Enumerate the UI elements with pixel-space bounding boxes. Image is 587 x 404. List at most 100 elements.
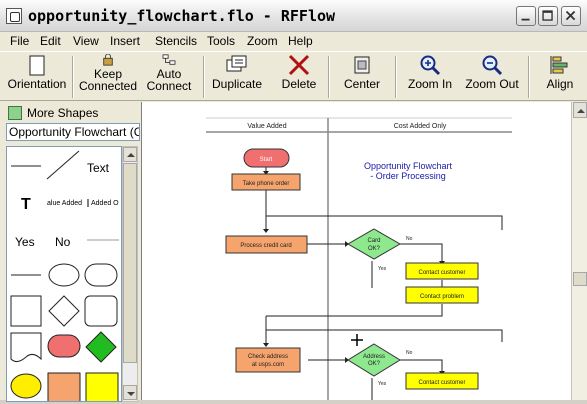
align-button[interactable]: Align (540, 54, 580, 100)
palette-rounded-rect[interactable] (84, 295, 118, 327)
palette-no-label[interactable]: No (55, 235, 71, 249)
node-check-address[interactable]: Check address at usps.com (235, 347, 301, 373)
svg-text:OK?: OK? (368, 361, 381, 367)
svg-text:Contact customer: Contact customer (418, 270, 465, 276)
keep-connected-label: Keep Connected (78, 67, 138, 93)
palette-scrollbar[interactable] (122, 146, 138, 402)
canvas-scroll-up-arrow[interactable] (573, 102, 587, 118)
flowchart-diagram: Value Added Cost Added Only Opportunity … (206, 117, 512, 400)
menu-stencils[interactable]: Stencils (155, 34, 198, 48)
stencil-name-tab[interactable]: Opportunity Flowchart (Cu (6, 123, 140, 141)
svg-text:Card: Card (367, 238, 380, 244)
node-process-credit-card[interactable]: Process credit card (225, 235, 308, 254)
shape-palette: Text T alue Added Added O Yes No (6, 146, 122, 402)
center-button[interactable]: Center (336, 54, 388, 100)
node-start[interactable]: Start (243, 148, 290, 168)
node-contact-customer-2[interactable]: Contact customer (405, 372, 479, 390)
node-take-phone-order[interactable]: Take phone order (231, 173, 301, 191)
node-card-ok-decision[interactable]: Card OK? (346, 228, 402, 260)
app-icon[interactable] (6, 8, 22, 24)
zoom-in-label: Zoom In (407, 77, 452, 91)
close-button[interactable] (561, 6, 581, 26)
duplicate-label: Duplicate (211, 77, 263, 91)
crosshair-cursor-icon (351, 334, 363, 346)
edge-label-no: No (406, 236, 413, 242)
header-cost-added[interactable]: Cost Added Only (394, 123, 447, 130)
chart-title-line1[interactable]: Opportunity Flowchart (364, 161, 453, 171)
palette-scroll-thumb[interactable] (123, 163, 137, 363)
menu-zoom[interactable]: Zoom (247, 34, 278, 48)
node-contact-problem[interactable]: Contact problem (405, 286, 479, 304)
node-address-ok-decision[interactable]: Address OK? (347, 343, 401, 377)
svg-text:Check address: Check address (248, 354, 288, 360)
zoom-out-icon (482, 55, 503, 76)
lock-icon (103, 54, 113, 66)
duplicate-icon (226, 55, 247, 72)
palette-diamond[interactable] (48, 295, 80, 327)
palette-t-shape[interactable]: T (21, 196, 31, 213)
zoom-out-label: Zoom Out (465, 77, 519, 91)
menu-edit[interactable]: Edit (40, 34, 61, 48)
canvas-scroll-thumb[interactable] (573, 272, 587, 286)
palette-document-shape[interactable] (10, 332, 42, 363)
menu-file[interactable]: File (10, 34, 30, 48)
palette-yes-label[interactable]: Yes (15, 235, 35, 249)
palette-start-terminator[interactable] (47, 334, 81, 358)
connector-icon (162, 54, 176, 65)
zoom-out-button[interactable]: Zoom Out (462, 54, 522, 100)
svg-text:Take phone order: Take phone order (243, 181, 290, 187)
keep-connected-button[interactable]: Keep Connected (76, 54, 140, 100)
maximize-button[interactable] (538, 6, 558, 26)
palette-cost-added-shape[interactable]: Added O (91, 200, 119, 207)
delete-button[interactable]: Delete (275, 54, 323, 100)
palette-text-shape[interactable]: Text (87, 161, 110, 175)
auto-connect-button[interactable]: Auto Connect (142, 54, 196, 100)
edge-label-yes-2: Yes (378, 381, 387, 387)
toolbar-separator (72, 56, 74, 98)
zoom-in-button[interactable]: Zoom In (402, 54, 458, 100)
menu-insert[interactable]: Insert (110, 34, 141, 48)
orientation-button[interactable]: Orientation (4, 54, 70, 100)
center-icon (354, 56, 370, 74)
title-bar[interactable]: opportunity_flowchart.flo - RFFlow (0, 0, 587, 32)
svg-text:Contact customer: Contact customer (418, 380, 465, 386)
minimize-button[interactable] (516, 6, 536, 26)
center-label: Center (343, 77, 381, 91)
menu-tools[interactable]: Tools (207, 34, 236, 48)
orientation-label: Orientation (7, 77, 67, 91)
close-icon (565, 10, 576, 21)
svg-text:Contact problem: Contact problem (420, 294, 464, 300)
delete-label: Delete (281, 77, 317, 91)
palette-ellipse[interactable] (48, 263, 80, 287)
header-value-added[interactable]: Value Added (247, 123, 286, 130)
chart-title-line2[interactable]: - Order Processing (370, 171, 446, 181)
toolbar: Orientation Keep Connected Auto Connect … (0, 51, 587, 101)
palette-value-added-shape[interactable]: alue Added (47, 200, 82, 207)
edge-label-yes: Yes (378, 266, 387, 272)
svg-text:OK?: OK? (368, 246, 381, 252)
palette-line-diagonal[interactable] (46, 150, 80, 180)
palette-rectangle[interactable] (10, 295, 42, 327)
maximize-icon (542, 10, 553, 21)
toolbar-separator (203, 56, 205, 98)
node-contact-customer-1[interactable]: Contact customer (405, 262, 479, 280)
palette-terminator[interactable] (84, 263, 118, 287)
canvas-vertical-scrollbar[interactable] (571, 102, 587, 400)
drawing-canvas[interactable]: Value Added Cost Added Only Opportunity … (141, 102, 571, 400)
up-arrow-icon (577, 109, 585, 113)
scroll-up-arrow[interactable] (123, 147, 137, 162)
stencil-grid-icon (8, 106, 22, 120)
toolbar-separator (395, 56, 397, 98)
menu-view[interactable]: View (73, 34, 99, 48)
duplicate-button[interactable]: Duplicate (207, 54, 267, 100)
scroll-down-arrow[interactable] (123, 385, 137, 400)
palette-yellow-ellipse[interactable] (10, 373, 42, 399)
palette-orange-rect[interactable] (47, 372, 81, 402)
toolbar-separator (328, 56, 330, 98)
svg-text:Address: Address (363, 354, 385, 360)
delete-x-icon (288, 54, 310, 76)
menu-help[interactable]: Help (288, 34, 313, 48)
palette-yellow-rect[interactable] (85, 372, 119, 402)
palette-decision-diamond[interactable] (85, 331, 117, 363)
